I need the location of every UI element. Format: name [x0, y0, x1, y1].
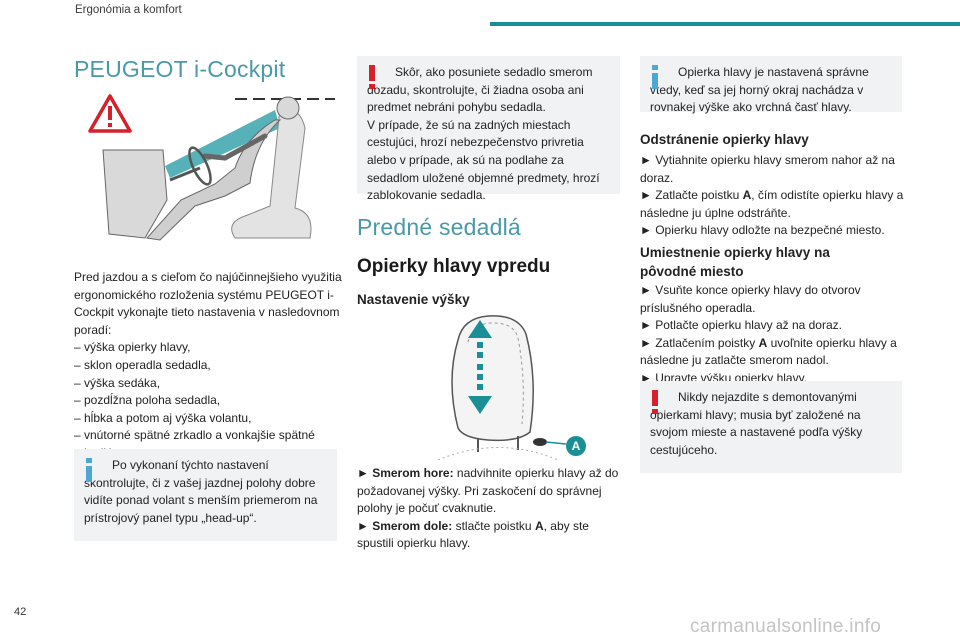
list-item: ► Potlačte opierku hlavy až na doraz. [640, 318, 842, 333]
chapter-title: Ergonómia a komfort [75, 4, 182, 16]
warning-exclamation-icon [652, 390, 658, 414]
section-title-i-cockpit: PEUGEOT i-Cockpit [74, 56, 286, 82]
page-number: 42 [14, 606, 27, 618]
header-accent-bar [490, 22, 960, 26]
list-item: – výška sedáka, [74, 375, 161, 390]
list-item: ► Zatlačte poistku A, čím odistíte opier… [640, 188, 904, 220]
warning-triangle-icon [88, 94, 132, 133]
up-arrow-icon [468, 320, 492, 358]
list-item: – sklon operadla sedadla, [74, 357, 211, 372]
watermark-site: carmanualsonline.info [690, 616, 882, 637]
info-box: Po vykonaní týchto nastavení skontrolujt… [74, 449, 337, 541]
warning-box: Nikdy nejazdite s demontovanými opierkam… [640, 381, 902, 473]
heading-replace-headrest: Umiestnenie opierky hlavy na pôvodné mie… [640, 245, 830, 279]
list-item: – hĺbka a potom aj výška volantu, [74, 410, 252, 425]
list-item: ► Vsuňte konce opierky hlavy do otvorov … [640, 283, 861, 315]
intro-paragraph: Pred jazdou a s cieľom čo najúčinnejšieh… [74, 270, 342, 337]
list-item: – výška opierky hlavy, [74, 340, 191, 355]
info-icon [86, 458, 92, 482]
section-title-front-seats: Predné sedadlá [357, 214, 521, 240]
up-instruction: ► Smerom hore: nadvihnite opierku hlavy … [357, 466, 619, 516]
heading-remove-headrest: Odstránenie opierky hlavy [640, 132, 809, 147]
list-item: ► Vytiahnite opierku hlavy smerom nahor … [640, 153, 895, 185]
i-cockpit-illustration [88, 94, 335, 241]
headrest-illustration [437, 315, 567, 460]
callout-a-badge: A [566, 436, 586, 456]
warning-box: Skôr, ako posuniete sedadlo smerom dozad… [357, 56, 620, 202]
down-instruction: ► Smerom dole: stlačte poistku A, aby st… [357, 518, 589, 551]
info-box: Opierka hlavy je nastavená správne vtedy… [640, 56, 902, 114]
list-item: – pozdĺžna poloha sedadla, [74, 393, 221, 408]
heading-height-adjust: Nastavenie výšky [357, 292, 470, 307]
list-item: ► Zatlačením poistky A uvoľnite opierku … [640, 335, 897, 368]
info-icon [652, 65, 658, 89]
down-arrow-icon [468, 364, 492, 414]
list-item: ► Opierku hlavy odložte na bezpečné mies… [640, 223, 885, 238]
warning-exclamation-icon [369, 65, 375, 89]
heading-front-headrests: Opierky hlavy vpredu [357, 256, 551, 277]
